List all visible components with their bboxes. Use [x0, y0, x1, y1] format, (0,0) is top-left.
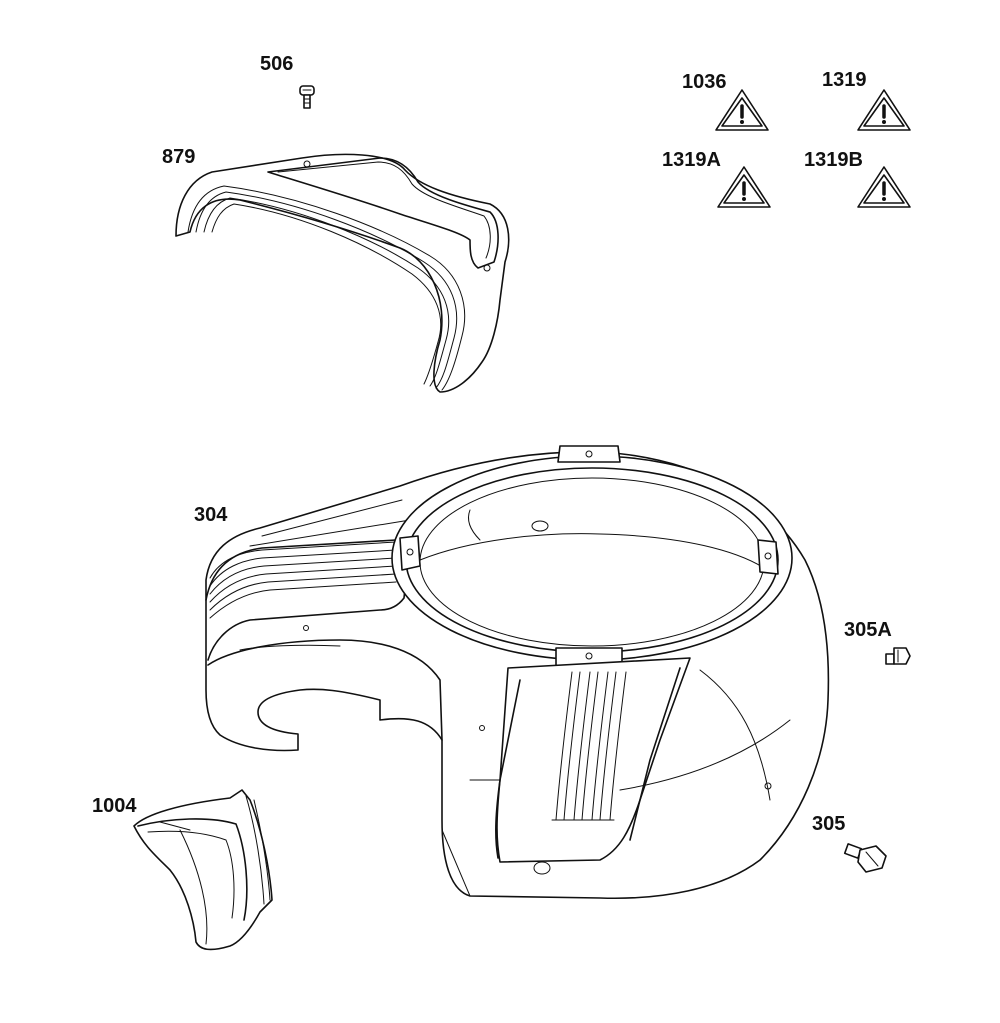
part-label-1319B: 1319B [804, 149, 863, 171]
air-guide-1004-icon[interactable] [133, 789, 273, 951]
part-label-1319: 1319 [822, 69, 867, 91]
part-label-305: 305 [812, 813, 846, 835]
finger-guard-879-icon[interactable] [175, 153, 510, 393]
part-label-1036: 1036 [682, 71, 727, 93]
screw-305A-icon[interactable] [885, 647, 911, 665]
part-label-879: 879 [162, 146, 196, 168]
part-label-304: 304 [194, 504, 228, 526]
part-label-1004: 1004 [92, 795, 137, 817]
bolt-305-icon[interactable] [843, 843, 887, 873]
part-label-506: 506 [260, 53, 294, 75]
warning-1319A-icon[interactable] [717, 166, 771, 208]
screw-506-icon[interactable] [299, 85, 315, 109]
warning-1319-icon[interactable] [857, 89, 911, 131]
warning-1036-icon[interactable] [715, 89, 769, 131]
warning-1319B-icon[interactable] [857, 166, 911, 208]
part-label-1319A: 1319A [662, 149, 721, 171]
blower-housing-304-icon[interactable] [205, 445, 830, 900]
part-label-305A: 305A [844, 619, 892, 641]
